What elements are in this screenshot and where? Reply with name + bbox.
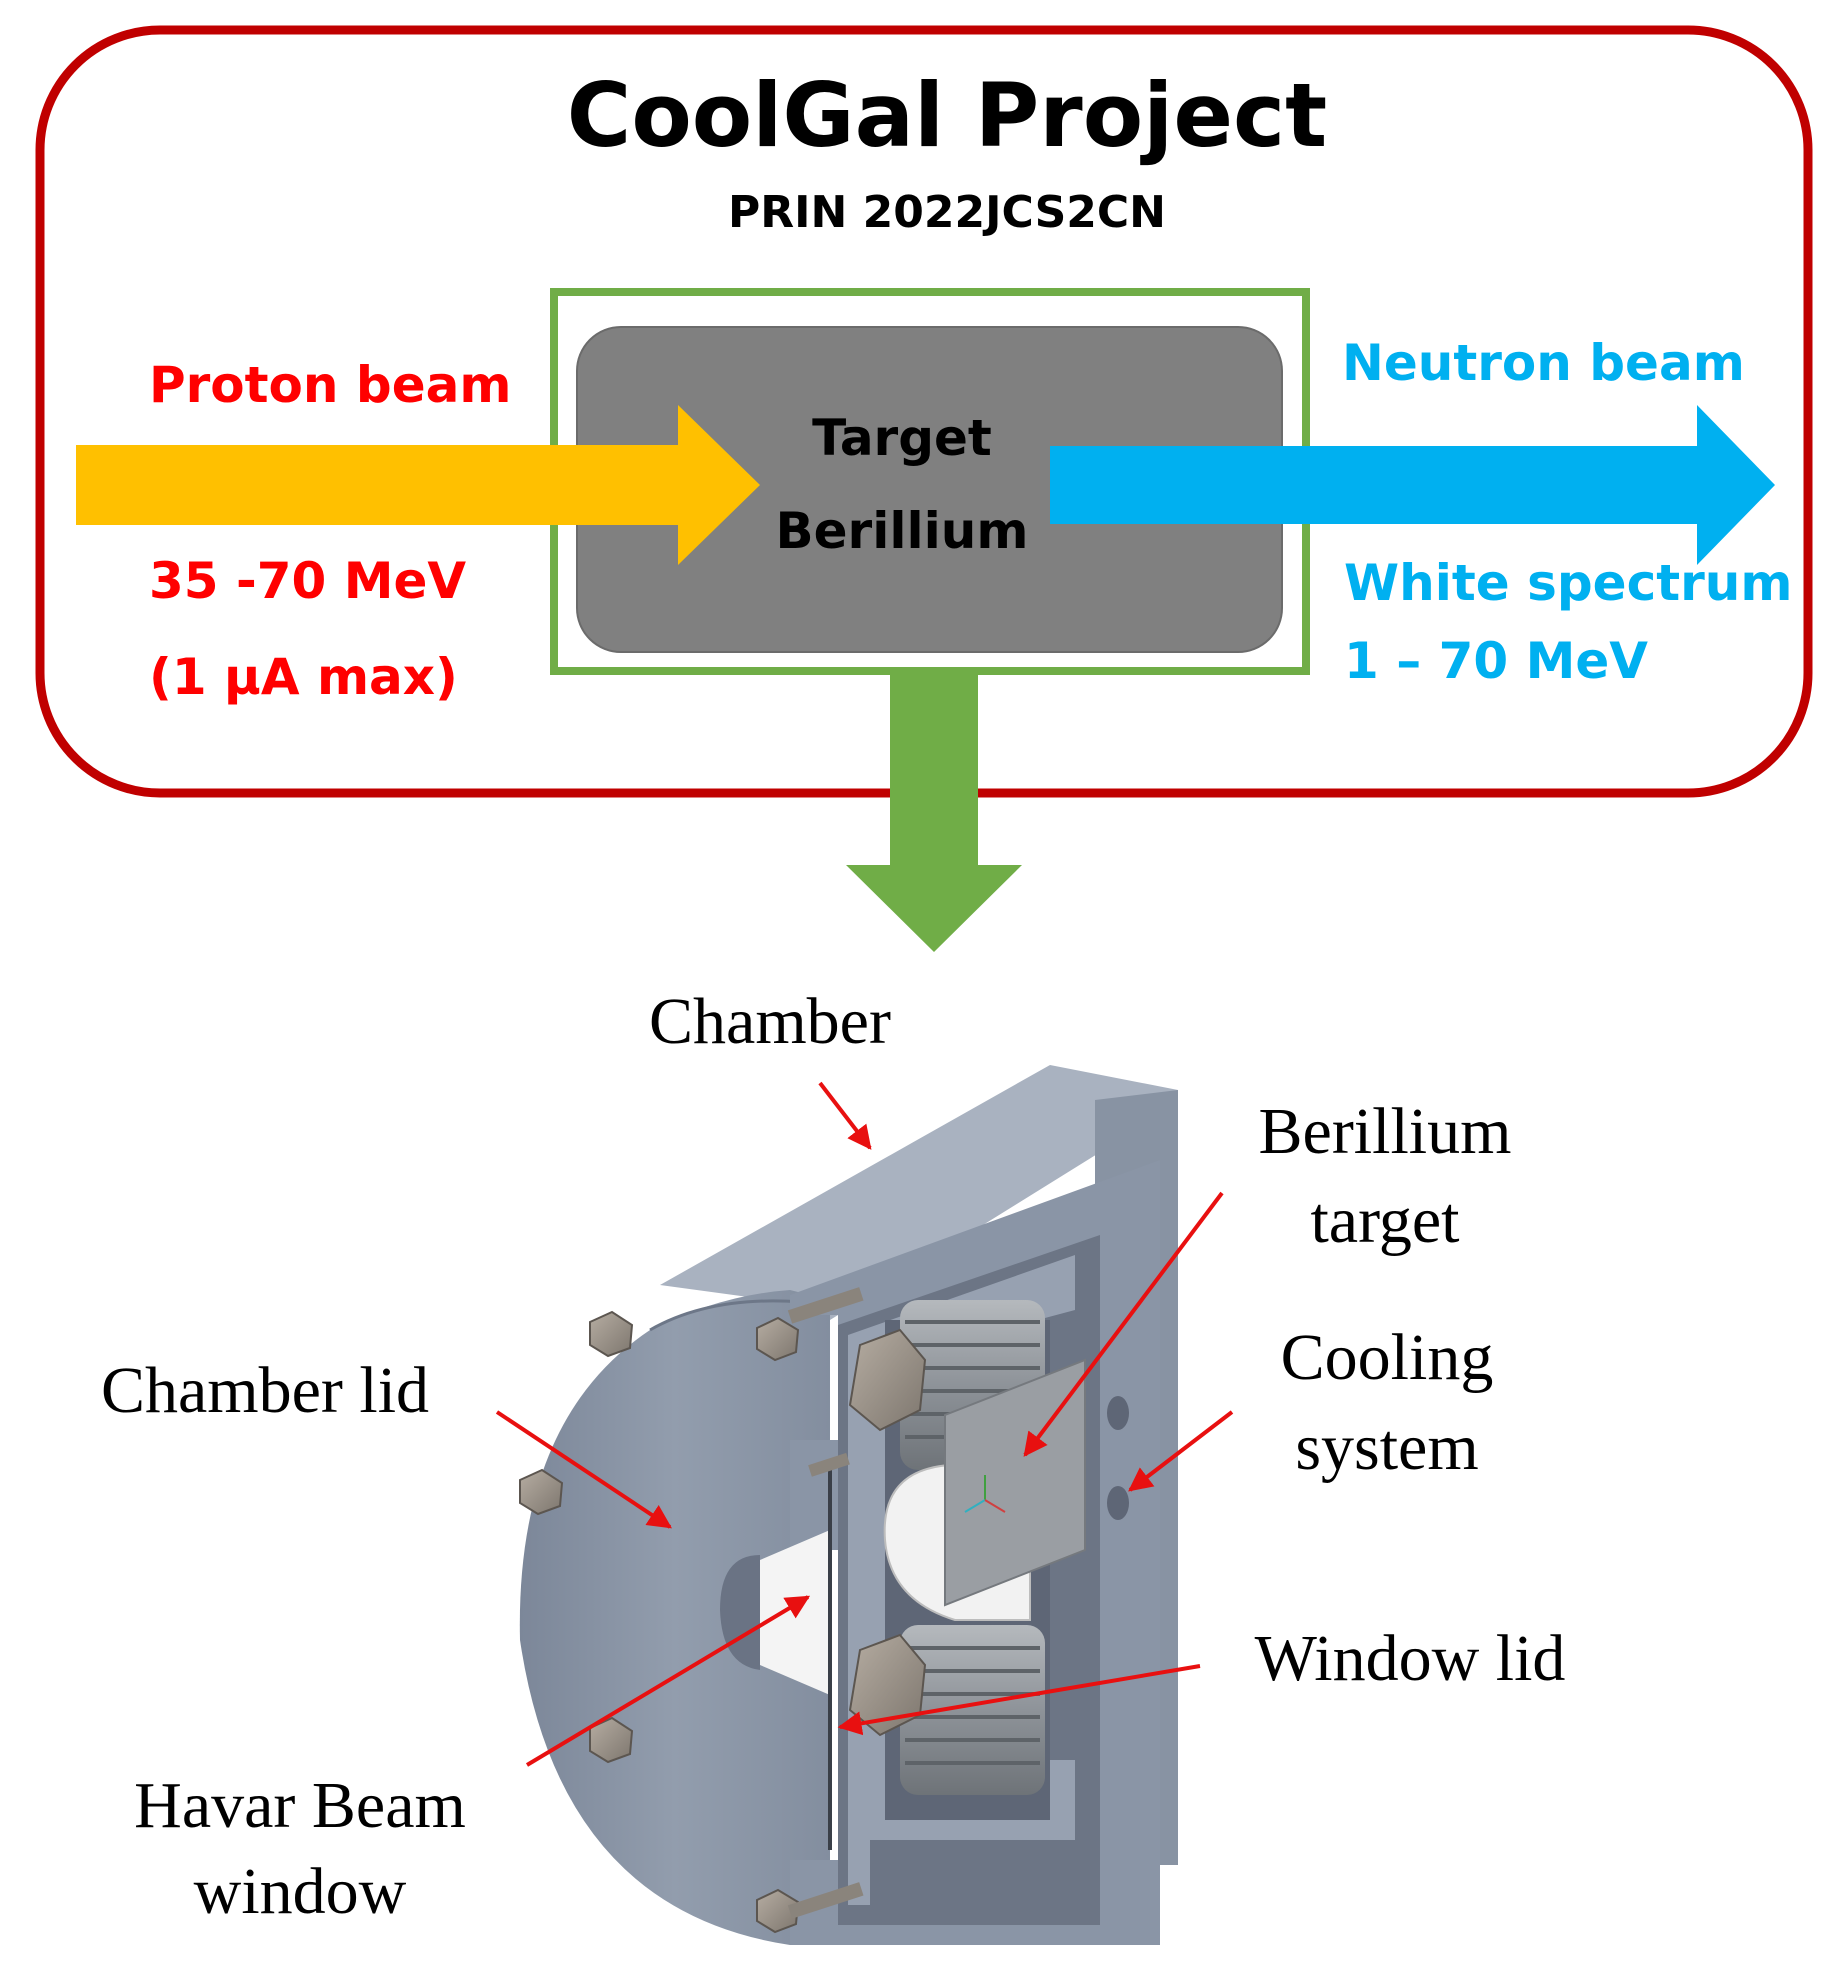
- neutron-range-label: 1 – 70 MeV: [1344, 632, 1648, 690]
- proton-beam-label: Proton beam: [149, 356, 511, 414]
- lid-beam-hole: [720, 1555, 760, 1670]
- zoom-down-arrow: [846, 675, 1022, 952]
- project-subtitle: PRIN 2022JCS2CN: [728, 187, 1166, 238]
- chamber-top-face: [660, 1065, 1178, 1320]
- lid-bolt-1: [589, 1310, 634, 1358]
- window-lid-bolt-top: [848, 1328, 927, 1432]
- lid-bolt-shank-mid: [808, 1452, 850, 1477]
- chamber-lid-shape: [519, 1290, 830, 1945]
- cooling-port-top: [1107, 1396, 1129, 1430]
- lid-bolt-4: [756, 1316, 800, 1362]
- chamber-lid-pointer: [495, 1410, 672, 1529]
- target-assembly-drawing: [519, 1065, 1178, 1945]
- cooling-coil-bottom: [900, 1625, 1045, 1795]
- havar-window-label-1: Havar Beam: [134, 1769, 466, 1842]
- berillium-target-pointer: [1023, 1191, 1224, 1457]
- chamber-pointer: [818, 1081, 872, 1150]
- proton-beam-arrow: [76, 405, 760, 565]
- neutron-beam-arrow: [1050, 405, 1775, 565]
- cooling-system-label-1: Cooling: [1281, 1321, 1494, 1394]
- cooling-system-pointer: [1128, 1410, 1234, 1492]
- berillium-target-label-2: target: [1310, 1184, 1459, 1257]
- target-material-label: Berillium: [776, 502, 1029, 560]
- havar-window-label-2: window: [194, 1855, 407, 1928]
- berillium-target-label-1: Berillium: [1259, 1095, 1512, 1168]
- target-label: Target: [812, 409, 992, 467]
- havar-window-pointer: [525, 1595, 811, 1767]
- chamber-lid-label: Chamber lid: [101, 1354, 429, 1427]
- cooling-system-label-2: system: [1295, 1411, 1478, 1484]
- neutron-beam-label: Neutron beam: [1342, 334, 1745, 392]
- lid-bolt-3: [589, 1716, 634, 1764]
- proton-energy-label: 35 -70 MeV: [149, 552, 466, 610]
- cooling-port-bottom: [1107, 1486, 1129, 1520]
- window-lid-label: Window lid: [1255, 1622, 1566, 1695]
- lid-bolt-shank-bottom: [787, 1882, 864, 1919]
- window-lid-pointer: [837, 1664, 1201, 1736]
- project-title: CoolGal Project: [567, 64, 1328, 167]
- lid-bolt-2: [519, 1468, 564, 1516]
- chamber-label: Chamber: [649, 985, 891, 1058]
- proton-current-label: (1 μA max): [149, 648, 458, 706]
- neutron-spectrum-label: White spectrum: [1344, 554, 1792, 612]
- lid-bolt-shank-top: [787, 1287, 864, 1324]
- lid-bolt-5: [756, 1888, 800, 1934]
